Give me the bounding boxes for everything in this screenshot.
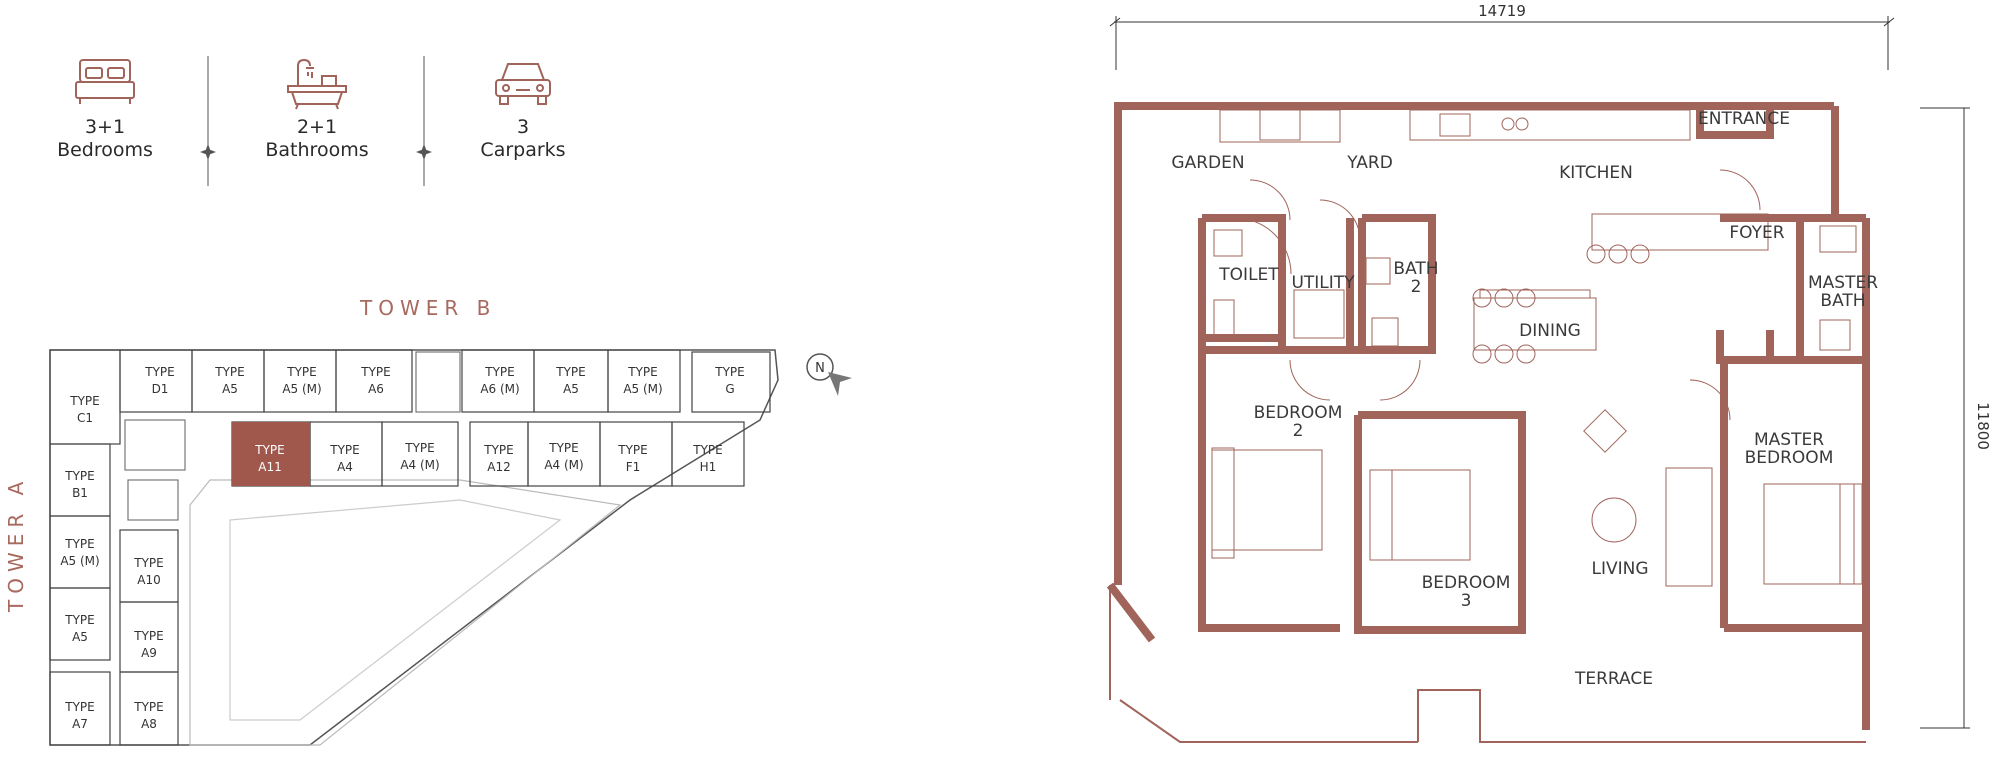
terrace-outline bbox=[1109, 585, 1866, 743]
unit-a8-type: TYPE bbox=[133, 700, 163, 714]
dimension-lines bbox=[1109, 16, 1970, 729]
room-master-bedroom-line1: MASTER bbox=[1754, 430, 1824, 450]
unit-a5-code: A5 bbox=[72, 630, 88, 644]
carparks-count: 3 bbox=[516, 116, 530, 138]
unit-a5m-code: A5 (M) bbox=[282, 382, 321, 396]
bathtub-icon bbox=[287, 58, 347, 110]
unit-a11-type: TYPE bbox=[254, 443, 284, 457]
bed-icon bbox=[75, 59, 135, 104]
fixtures bbox=[1211, 109, 1863, 587]
unit-c1-code: C1 bbox=[77, 411, 93, 425]
unit-a6m-code: A6 (M) bbox=[480, 382, 519, 396]
room-master-bath-line1: MASTER bbox=[1808, 273, 1878, 293]
feature-bedrooms: 3+1 Bedrooms bbox=[30, 56, 180, 162]
unit-a8-code: A8 bbox=[141, 717, 157, 731]
key-plan: N TYPE C1 TYPE D1 TYPE A5 TYPE A5 (M) TY… bbox=[49, 349, 852, 746]
room-living: LIVING bbox=[1591, 559, 1648, 579]
unit-a5m-code: A5 (M) bbox=[623, 382, 662, 396]
room-master-bedroom-line2: BEDROOM bbox=[1745, 448, 1834, 468]
room-bath2-line1: BATH bbox=[1393, 259, 1438, 279]
room-dining: DINING bbox=[1519, 321, 1581, 341]
unit-f1-type: TYPE bbox=[617, 443, 647, 457]
room-terrace: TERRACE bbox=[1574, 669, 1653, 689]
room-bedroom2-line1: BEDROOM bbox=[1254, 403, 1343, 423]
bathrooms-label: Bathrooms bbox=[265, 139, 369, 161]
unit-g-type: TYPE bbox=[714, 365, 744, 379]
walls bbox=[1106, 102, 1870, 730]
unit-a5-type: TYPE bbox=[214, 365, 244, 379]
unit-h1-code: H1 bbox=[700, 460, 717, 474]
unit-f1-code: F1 bbox=[626, 460, 641, 474]
room-master-bath-line2: BATH bbox=[1820, 291, 1865, 311]
unit-b1-type: TYPE bbox=[64, 469, 94, 483]
unit-a6-code: A6 bbox=[368, 382, 384, 396]
north-label: N bbox=[815, 361, 825, 376]
unit-a5-type: TYPE bbox=[555, 365, 585, 379]
feature-carparks: 3 Carparks bbox=[448, 56, 598, 162]
bedrooms-label: Bedrooms bbox=[57, 139, 153, 161]
room-foyer: FOYER bbox=[1729, 223, 1784, 243]
room-bath2-line2: 2 bbox=[1411, 277, 1422, 297]
room-garden: GARDEN bbox=[1171, 153, 1244, 173]
unit-a5m-type: TYPE bbox=[627, 365, 657, 379]
unit-a5-code: A5 bbox=[222, 382, 238, 396]
unit-a10-code: A10 bbox=[137, 573, 160, 587]
unit-d1-type: TYPE bbox=[144, 365, 174, 379]
room-bedroom3-line2: 3 bbox=[1461, 591, 1472, 611]
unit-a4m-code: A4 (M) bbox=[544, 458, 583, 472]
unit-a5m-code: A5 (M) bbox=[60, 554, 99, 568]
unit-a4m-code: A4 (M) bbox=[400, 458, 439, 472]
room-bedroom3-line1: BEDROOM bbox=[1422, 573, 1511, 593]
bedrooms-count: 3+1 bbox=[84, 116, 126, 138]
unit-c1-type: TYPE bbox=[69, 394, 99, 408]
unit-a9-code: A9 bbox=[141, 646, 157, 660]
unit-a4-type: TYPE bbox=[329, 443, 359, 457]
unit-a7-type: TYPE bbox=[64, 700, 94, 714]
room-toilet: TOILET bbox=[1218, 265, 1279, 285]
unit-a12-type: TYPE bbox=[483, 443, 513, 457]
tower-b-label: TOWER B bbox=[360, 296, 497, 320]
room-kitchen: KITCHEN bbox=[1559, 163, 1633, 183]
unit-a4m-type: TYPE bbox=[548, 441, 578, 455]
unit-a11-code: A11 bbox=[258, 460, 281, 474]
unit-a5-code: A5 bbox=[563, 382, 579, 396]
unit-a9-type: TYPE bbox=[133, 629, 163, 643]
unit-a4-code: A4 bbox=[337, 460, 353, 474]
room-entrance: ENTRANCE bbox=[1698, 109, 1790, 129]
bathrooms-count: 2+1 bbox=[296, 116, 338, 138]
highlighted-unit[interactable] bbox=[232, 422, 310, 486]
feature-divider bbox=[416, 56, 432, 186]
unit-a12-code: A12 bbox=[487, 460, 510, 474]
floor-plan: 14719 11800 bbox=[1106, 2, 1992, 743]
unit-h1-type: TYPE bbox=[692, 443, 722, 457]
unit-a6m-type: TYPE bbox=[484, 365, 514, 379]
feature-divider bbox=[200, 56, 216, 186]
unit-a6-type: TYPE bbox=[360, 365, 390, 379]
feature-bathrooms: 2+1 Bathrooms bbox=[242, 56, 392, 162]
unit-a10-type: TYPE bbox=[133, 556, 163, 570]
unit-a4m-type: TYPE bbox=[404, 441, 434, 455]
unit-g-code: G bbox=[725, 382, 734, 396]
unit-b1-code: B1 bbox=[72, 486, 88, 500]
carparks-label: Carparks bbox=[480, 139, 566, 161]
north-arrow-icon bbox=[806, 353, 852, 396]
dimension-width: 14719 bbox=[1478, 2, 1526, 20]
unit-a5m-type: TYPE bbox=[286, 365, 316, 379]
room-yard: YARD bbox=[1346, 153, 1393, 173]
unit-d1-code: D1 bbox=[152, 382, 169, 396]
unit-a5m-type: TYPE bbox=[64, 537, 94, 551]
dimension-height: 11800 bbox=[1974, 402, 1992, 450]
room-utility: UTILITY bbox=[1291, 273, 1355, 293]
unit-a5-type: TYPE bbox=[64, 613, 94, 627]
room-bedroom2-line2: 2 bbox=[1293, 421, 1304, 441]
unit-a7-code: A7 bbox=[72, 717, 88, 731]
car-icon bbox=[495, 63, 551, 105]
